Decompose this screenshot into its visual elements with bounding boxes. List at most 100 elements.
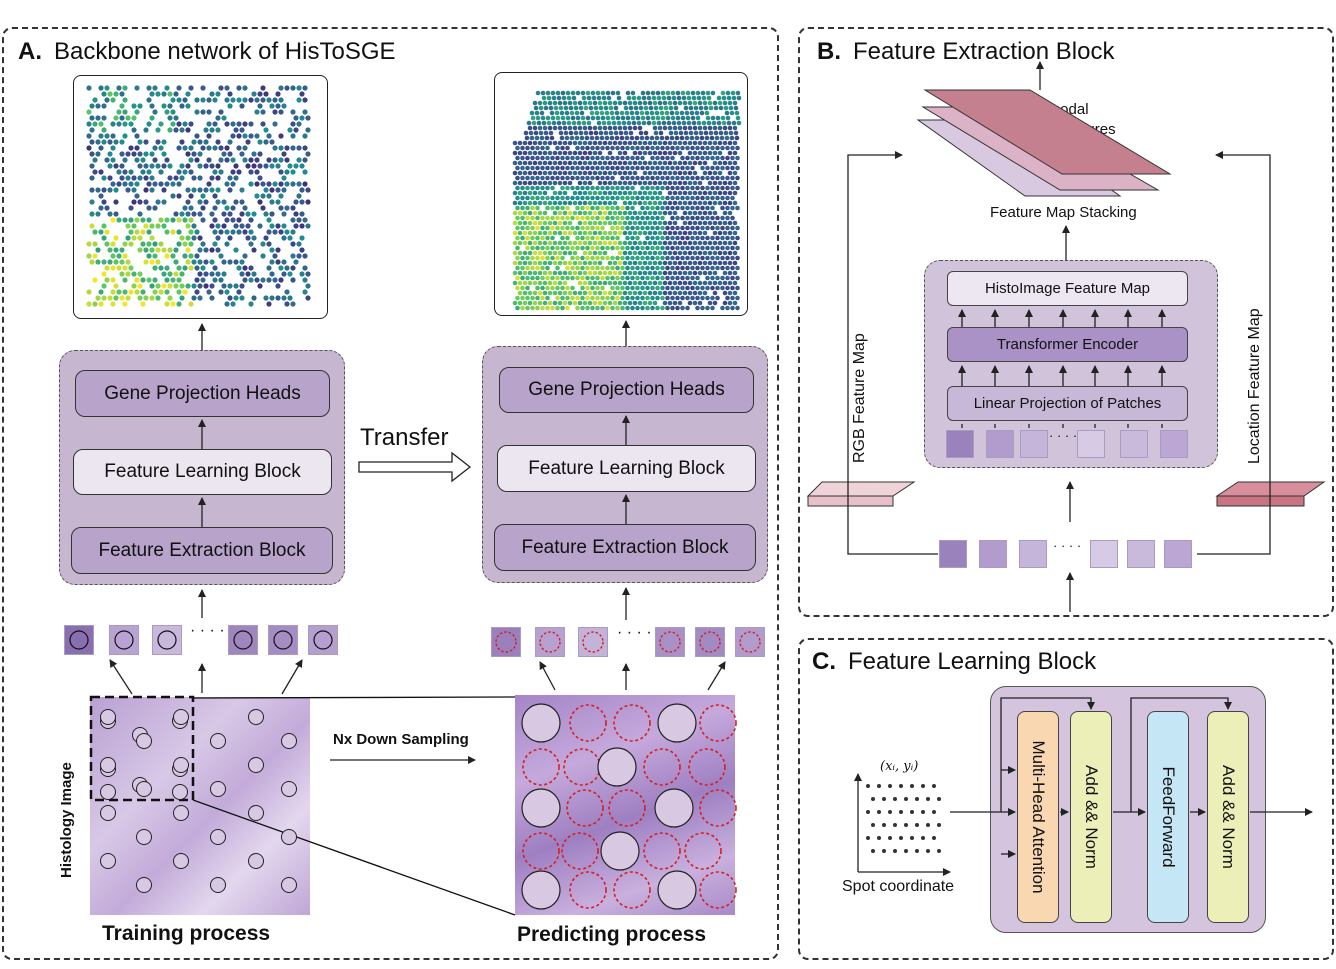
expression-spot (95, 295, 101, 301)
expression-spot (230, 217, 236, 223)
coordinate-dot (932, 784, 936, 788)
expression-spot (580, 185, 585, 191)
expression-spot (215, 175, 221, 181)
expression-spot (595, 115, 601, 121)
expression-spot (522, 170, 528, 176)
expression-spot (617, 190, 623, 196)
spot-circle (173, 757, 189, 773)
expression-spot (128, 265, 134, 271)
panel-a-title: A.Backbone network of HisToSGE (18, 38, 396, 66)
expression-spot (732, 170, 738, 176)
expression-spot (597, 160, 603, 166)
expression-spot (649, 135, 655, 141)
expression-spot (547, 140, 553, 146)
expression-spot (605, 145, 610, 151)
expression-spot (242, 145, 248, 151)
expression-spot (580, 155, 585, 161)
expression-spot (299, 163, 305, 169)
expression-spot (98, 121, 104, 127)
expression-spot (695, 115, 701, 121)
coordinate-dot (915, 823, 919, 827)
expression-spot (125, 235, 131, 241)
expression-spot (720, 90, 726, 96)
expression-spot (107, 151, 113, 157)
expression-spot (612, 160, 618, 166)
expression-spot (215, 139, 221, 145)
expression-spot (227, 259, 233, 265)
expression-spot (632, 140, 638, 146)
expression-spot (92, 121, 98, 127)
expression-spot (242, 133, 248, 139)
expression-spot (523, 130, 529, 136)
spot-circle (521, 703, 561, 743)
expression-spot (527, 140, 533, 146)
expression-spot (675, 115, 681, 121)
expression-spot (125, 259, 131, 265)
expression-spot (107, 247, 113, 253)
expression-spot (197, 271, 203, 277)
expression-spot (98, 229, 104, 235)
expression-spot (260, 181, 266, 187)
expression-spot (595, 145, 600, 151)
expression-spot (537, 200, 543, 206)
expression-spot (218, 109, 224, 115)
expression-spot (622, 160, 628, 166)
expression-spot (620, 195, 625, 201)
expression-spot (625, 205, 630, 211)
expression-spot (224, 229, 230, 235)
expression-spot (590, 205, 595, 211)
coordinate-dot (899, 784, 903, 788)
rgb-slab-top (806, 481, 916, 497)
expression-spot (691, 95, 697, 101)
expression-spot (545, 90, 551, 96)
expression-spot (200, 205, 206, 211)
expression-spot (218, 85, 224, 91)
expression-spot (662, 125, 668, 131)
expression-spot (680, 205, 685, 211)
expression-spot (170, 301, 176, 307)
expression-spot (682, 140, 688, 146)
expression-spot (239, 223, 245, 229)
spot-circle (248, 709, 264, 725)
expression-spot (610, 90, 616, 96)
predicted-scatter-svg (512, 90, 742, 311)
expression-spot (659, 110, 665, 116)
expression-spot (657, 100, 663, 106)
expression-spot (212, 265, 218, 271)
expression-spot (194, 109, 200, 115)
expression-spot (101, 103, 107, 109)
expression-spot (617, 170, 623, 176)
expression-spot (155, 223, 161, 229)
expression-spot (597, 100, 603, 106)
expression-spot (522, 190, 528, 196)
expression-spot (293, 223, 299, 229)
spot-circle (233, 630, 253, 650)
expression-spot (720, 215, 725, 221)
expression-spot (290, 277, 296, 283)
expression-spot (236, 121, 242, 127)
expression-spot (530, 205, 535, 211)
expression-spot (697, 220, 703, 226)
expression-spot (224, 85, 230, 91)
expression-spot (541, 95, 547, 101)
expression-spot (681, 95, 687, 101)
expression-spot (86, 133, 92, 139)
expression-spot (677, 100, 683, 106)
expression-spot (538, 105, 544, 111)
expression-spot (302, 157, 308, 163)
expression-spot (221, 283, 227, 289)
coordinate-dot (882, 823, 886, 827)
expression-spot (567, 125, 573, 131)
expression-spot (215, 199, 221, 205)
expression-spot (560, 165, 565, 171)
expression-spot (170, 109, 176, 115)
expression-spot (612, 220, 618, 226)
expression-spot (690, 155, 695, 161)
expression-spot (622, 180, 628, 186)
expression-spot (104, 277, 110, 283)
expression-spot (704, 110, 710, 116)
expression-spot (119, 295, 125, 301)
spot-circle (521, 788, 561, 828)
expression-spot (281, 151, 287, 157)
training-expression-plot (73, 75, 328, 319)
